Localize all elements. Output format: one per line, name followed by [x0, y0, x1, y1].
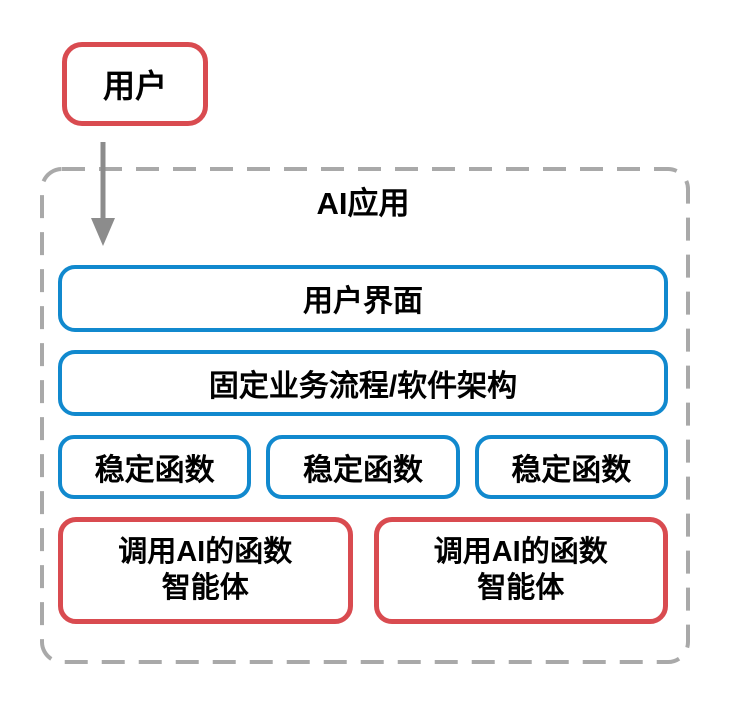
- layer-fixed-process-label: 固定业务流程/软件架构: [208, 369, 518, 403]
- ai-app-content: AI应用 用户界面 固定业务流程/软件架构 稳定函数 稳定函数 稳定函数: [40, 167, 690, 664]
- stable-functions-row: 稳定函数 稳定函数 稳定函数: [58, 434, 668, 499]
- stable-function-label-1: 稳定函数: [94, 453, 215, 487]
- ai-app-container: AI应用 用户界面 固定业务流程/软件架构 稳定函数 稳定函数 稳定函数: [40, 167, 690, 664]
- agent-box-2-line1: 调用AI的函数: [433, 536, 608, 569]
- stable-function-label-3: 稳定函数: [511, 453, 632, 487]
- agent-box-1-line1: 调用AI的函数: [118, 536, 293, 569]
- user-box: 用户: [62, 42, 208, 126]
- ai-app-title: AI应用: [316, 186, 410, 221]
- layer-user-interface-label: 用户界面: [303, 285, 423, 319]
- stable-function-label-2: 稳定函数: [302, 453, 423, 487]
- agent-box-2: 调用AI的函数 智能体: [373, 516, 668, 624]
- stable-function-box-2: 稳定函数: [266, 434, 460, 499]
- layer-fixed-process: 固定业务流程/软件架构: [58, 349, 668, 416]
- agent-box-1: 调用AI的函数 智能体: [58, 516, 353, 624]
- stable-function-box-3: 稳定函数: [474, 434, 668, 499]
- user-box-label: 用户: [102, 68, 167, 104]
- stable-function-box-1: 稳定函数: [58, 434, 252, 499]
- layer-user-interface: 用户界面: [58, 264, 668, 332]
- agents-row: 调用AI的函数 智能体 调用AI的函数 智能体: [58, 516, 668, 624]
- down-arrow-icon: [91, 142, 115, 246]
- agent-box-2-line2: 智能体: [477, 572, 565, 605]
- agent-box-1-line2: 智能体: [161, 572, 249, 605]
